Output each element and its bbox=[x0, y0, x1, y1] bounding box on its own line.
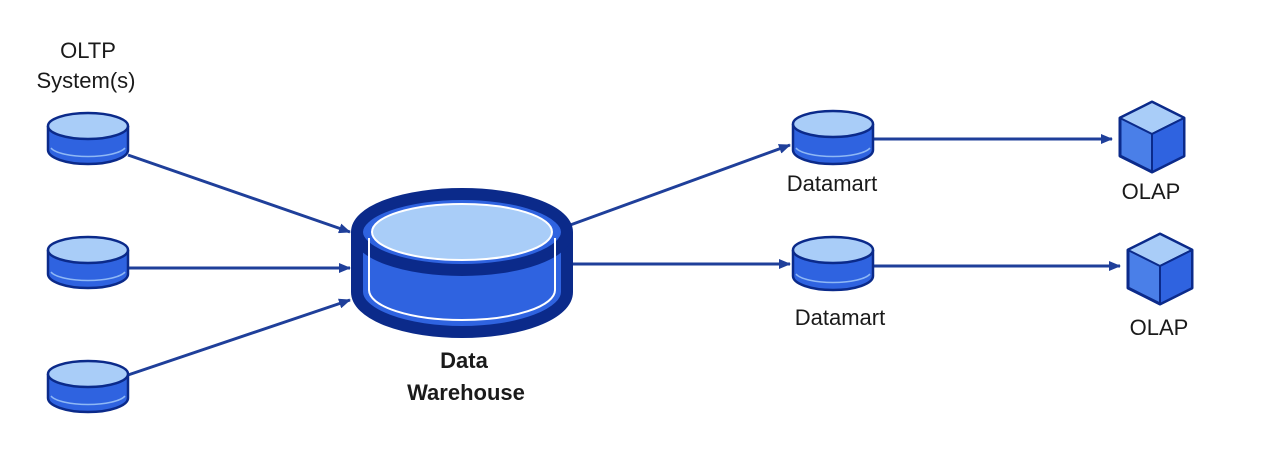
database-cylinder-icon bbox=[46, 235, 130, 290]
database-cylinder-icon bbox=[791, 109, 875, 166]
arrow-oltp3-to-warehouse bbox=[127, 298, 351, 377]
oltp-db-3 bbox=[46, 359, 130, 414]
oltp-label-line2: System(s) bbox=[37, 68, 136, 93]
cube-icon bbox=[1118, 100, 1186, 174]
warehouse-label-line1: Data bbox=[440, 348, 488, 373]
oltp-label-line1: OLTP bbox=[60, 38, 116, 63]
datamart-db-2 bbox=[791, 235, 875, 292]
database-cylinder-icon bbox=[351, 188, 573, 338]
data-warehouse-db bbox=[351, 188, 573, 338]
olap-label-1: OLAP bbox=[1122, 179, 1181, 204]
datamart-db-1 bbox=[791, 109, 875, 166]
arrow-oltp1-to-warehouse bbox=[127, 153, 351, 234]
oltp-db-1 bbox=[46, 111, 130, 166]
olap-cube-2 bbox=[1126, 232, 1194, 306]
datamart-label-2: Datamart bbox=[795, 305, 885, 330]
database-cylinder-icon bbox=[791, 235, 875, 292]
datamart-label-1: Datamart bbox=[787, 171, 877, 196]
flow-arrows bbox=[127, 134, 1121, 377]
warehouse-label-line2: Warehouse bbox=[407, 380, 525, 405]
olap-cube-1 bbox=[1118, 100, 1186, 174]
database-cylinder-icon bbox=[46, 111, 130, 166]
database-cylinder-icon bbox=[46, 359, 130, 414]
cube-icon bbox=[1126, 232, 1194, 306]
olap-label-2: OLAP bbox=[1130, 315, 1189, 340]
arrow-warehouse-to-datamart1 bbox=[561, 143, 791, 230]
oltp-db-2 bbox=[46, 235, 130, 290]
